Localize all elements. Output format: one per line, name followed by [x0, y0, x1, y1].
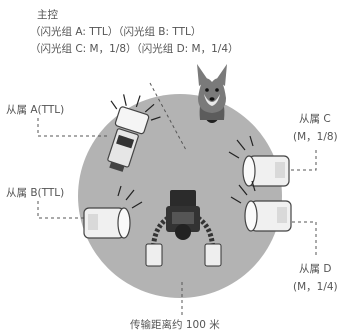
master-title: 主控 [37, 9, 58, 21]
slave-b-label: 从属 B(TTL) [6, 187, 65, 199]
slave-a-leader-line [37, 118, 110, 137]
slave-a-flash [107, 94, 161, 172]
master-leader-line [149, 82, 187, 151]
master-group-line-1: （闪光组 A: TTL）（闪光组 B: TTL） [30, 26, 202, 38]
slave-c-leader-line [288, 150, 317, 171]
master-group-line-2: （闪光组 C: M，1/8）（闪光组 D: M，1/4） [30, 43, 239, 55]
slave-d-flash [230, 180, 292, 232]
transmission-distance-label: 传输距离约 100 米 [130, 319, 220, 331]
slave-c-burst-icon [228, 135, 254, 159]
slave-d-burst-icon [230, 180, 256, 204]
slave-b-flash [83, 185, 143, 239]
slave-d-leader-line [290, 221, 317, 255]
slave-a-burst-icon [110, 94, 161, 121]
slave-b-burst-icon [117, 185, 143, 209]
slave-c-label: 从属 C [299, 113, 331, 125]
slave-c-mode: (M，1/8) [293, 131, 338, 143]
slave-a-label: 从属 A(TTL) [6, 104, 65, 116]
dog-subject [197, 64, 227, 123]
slave-d-mode: (M，1/4) [293, 281, 338, 293]
leader-lines [37, 82, 317, 318]
slave-d-label: 从属 D [299, 263, 332, 275]
slave-c-flash [228, 135, 290, 187]
master-camera-rig [145, 190, 222, 267]
